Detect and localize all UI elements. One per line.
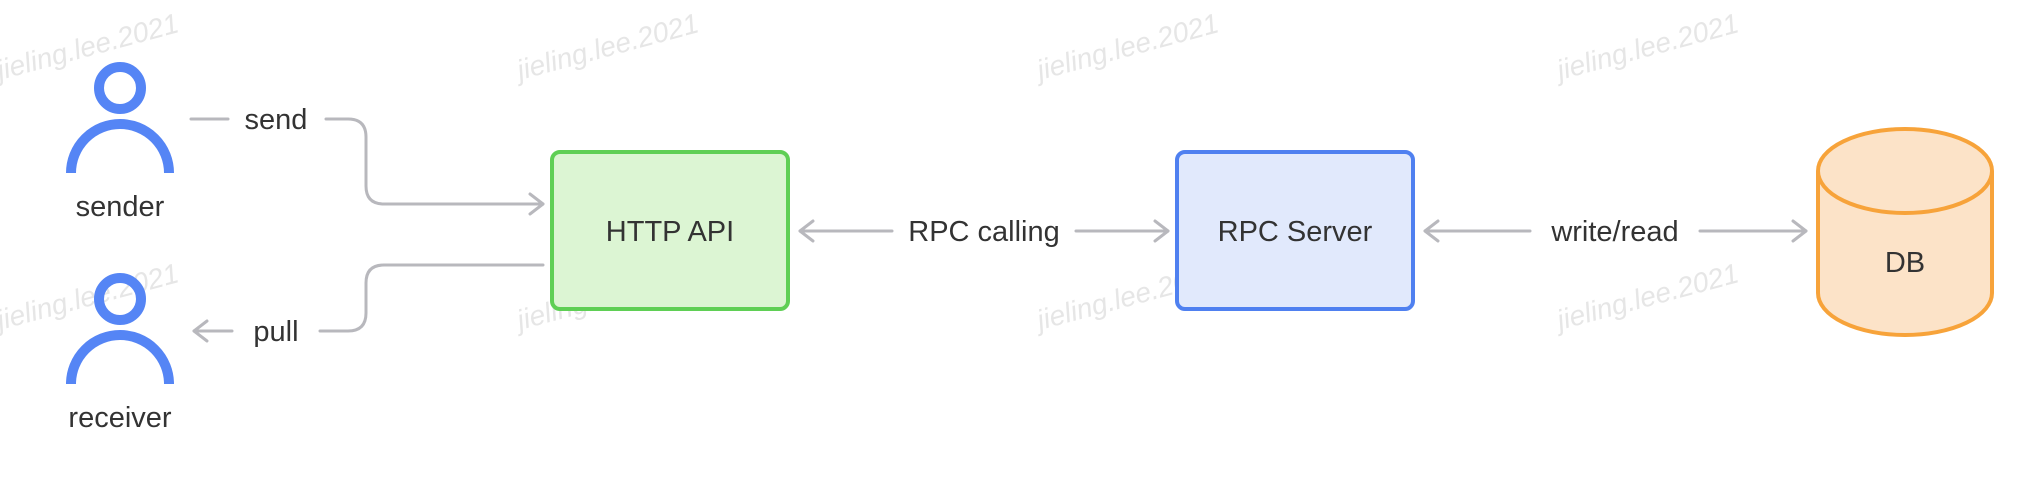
send-line-end bbox=[324, 117, 545, 206]
http-api-node[interactable]: HTTP API bbox=[550, 150, 790, 311]
rpc-calling-label: RPC calling bbox=[908, 216, 1060, 248]
watermark: jieling.lee.2021 bbox=[0, 8, 182, 87]
watermark: jieling.lee.2021 bbox=[0, 258, 182, 337]
send-connector[interactable]: send bbox=[189, 104, 545, 216]
db-node[interactable]: DB bbox=[1816, 127, 1994, 337]
arrowhead-right-icon bbox=[1791, 219, 1808, 243]
watermark: jieling.lee.2021 bbox=[1550, 8, 1742, 87]
pull-line-start bbox=[318, 263, 545, 333]
write-read-label: write/read bbox=[1550, 216, 1678, 248]
rpc-calling-connector[interactable]: RPC calling bbox=[798, 216, 1170, 248]
watermark: jieling.lee.2021 bbox=[510, 8, 702, 87]
sender-label: sender bbox=[76, 191, 165, 223]
write-read-connector[interactable]: write/read bbox=[1423, 216, 1808, 248]
person-icon bbox=[66, 273, 174, 385]
rpc-server-node[interactable]: RPC Server bbox=[1175, 150, 1415, 311]
receiver-label: receiver bbox=[68, 402, 171, 434]
database-icon bbox=[1816, 127, 1994, 337]
receiver-actor[interactable]: receiver bbox=[66, 273, 174, 434]
http-api-label: HTTP API bbox=[606, 216, 734, 248]
rpc-server-box bbox=[1175, 150, 1415, 311]
person-icon bbox=[66, 62, 174, 174]
send-label: send bbox=[245, 104, 308, 136]
arrowhead-left-icon bbox=[192, 319, 209, 343]
watermark: jieling.lee.2021 bbox=[1030, 8, 1222, 87]
http-api-box bbox=[550, 150, 790, 311]
pull-connector[interactable]: pull bbox=[192, 263, 545, 348]
arrowhead-right-icon bbox=[1153, 219, 1170, 243]
arrowhead-left-icon bbox=[1423, 219, 1440, 243]
pull-label: pull bbox=[253, 316, 298, 348]
sender-actor[interactable]: sender bbox=[66, 62, 174, 223]
rpc-server-label: RPC Server bbox=[1218, 216, 1373, 248]
watermark-layer: jieling.lee.2021 jieling.lee.2021 jielin… bbox=[0, 8, 1742, 337]
arrowhead-right-icon bbox=[528, 192, 545, 216]
arrowhead-left-icon bbox=[798, 219, 815, 243]
db-label: DB bbox=[1885, 247, 1925, 279]
watermark: jieling.lee.2021 bbox=[1550, 258, 1742, 337]
